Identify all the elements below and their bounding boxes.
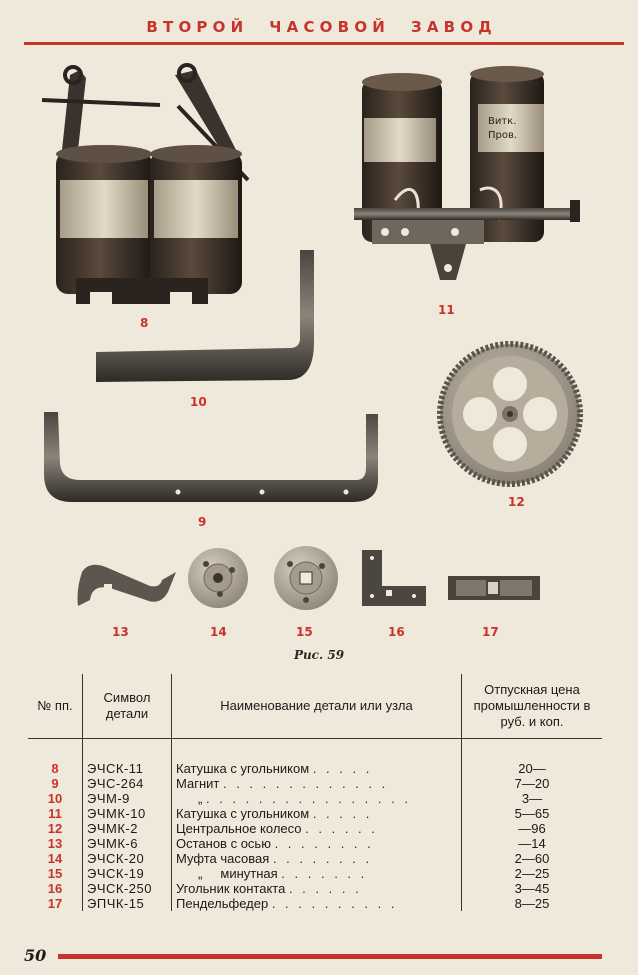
header-name: Наименование детали или узла	[171, 674, 462, 739]
label-8: 8	[140, 316, 148, 330]
row-symbol: ЭЧМК-2	[82, 821, 172, 836]
row-number: 9	[51, 776, 59, 791]
table-row: 13 ЭЧМК-6 Останов с осью . . . . . . . .…	[28, 836, 602, 851]
part-10-bracket	[96, 250, 314, 382]
table-row: 15 ЭЧСК-19 „ минутная . . . . . . . 2—25	[28, 866, 602, 881]
row-number: 14	[47, 851, 63, 866]
row-number: 17	[47, 896, 63, 911]
header-number: № пп.	[28, 674, 83, 739]
label-15: 15	[296, 625, 313, 639]
header-rule	[24, 42, 624, 45]
part-12-gear-wheel	[437, 341, 583, 487]
row-price: —14	[461, 836, 602, 851]
row-symbol: ЭЧСК-20	[82, 851, 172, 866]
row-symbol: ЭПЧК-15	[82, 896, 172, 911]
row-number: 12	[47, 821, 63, 836]
label-13: 13	[112, 625, 129, 639]
page-number: 50	[24, 946, 47, 965]
row-price: 2—25	[461, 866, 602, 881]
row-number: 8	[51, 761, 59, 776]
label-9: 9	[198, 515, 206, 529]
row-name: Катушка с угольником . . . . .	[171, 806, 462, 821]
part-14-hour-clutch	[188, 548, 248, 608]
header-title: В Т О Р О Й Ч А С О В О Й З А В О Д	[146, 18, 492, 36]
row-symbol: ЭЧСК-19	[82, 866, 172, 881]
row-price: 8—25	[461, 896, 602, 911]
part-17-pendulum-spring	[448, 576, 540, 600]
svg-text:Витк.: Витк.	[488, 116, 516, 127]
row-symbol: ЭЧМК-10	[82, 806, 172, 821]
footer-rule	[58, 954, 602, 959]
row-symbol: ЭЧСК-250	[82, 881, 172, 896]
row-number: 16	[47, 881, 63, 896]
part-8-coil-with-bracket	[41, 63, 250, 304]
row-number: 13	[47, 836, 63, 851]
row-name: Пендельфедер . . . . . . . . . .	[171, 896, 462, 911]
parts-price-table: № пп. Символ детали Наименование детали …	[28, 674, 602, 911]
row-name: Муфта часовая . . . . . . . .	[171, 851, 462, 866]
row-name: „ минутная . . . . . . .	[171, 866, 462, 881]
label-14: 14	[210, 625, 227, 639]
figure-caption: Рис. 59	[293, 648, 345, 662]
table-row: 14 ЭЧСК-20 Муфта часовая . . . . . . . .…	[28, 851, 602, 866]
row-symbol: ЭЧМ-9	[82, 791, 172, 806]
header-price: Отпускная цена промышленности в руб. и к…	[461, 674, 602, 739]
row-price: 3—45	[461, 881, 602, 896]
row-name: „ . . . . . . . . . . . . . . . .	[171, 791, 462, 806]
table-row: 10 ЭЧМ-9 „ . . . . . . . . . . . . . . .…	[28, 791, 602, 806]
row-number: 10	[47, 791, 63, 806]
part-13-stop-with-axle	[77, 564, 176, 606]
row-price: —96	[461, 821, 602, 836]
row-price: 7—20	[461, 776, 602, 791]
part-11-coil-with-bracket: Витк. Пров.	[354, 66, 580, 280]
part-9-magnet	[44, 412, 378, 502]
row-price: 5—65	[461, 806, 602, 821]
label-11: 11	[438, 303, 455, 317]
table-row: 16 ЭЧСК-250 Угольник контакта . . . . . …	[28, 881, 602, 896]
figure-plate: Витк. Пров.	[0, 40, 638, 650]
row-price: 20—	[461, 738, 602, 776]
row-number: 15	[47, 866, 63, 881]
table-row: 11 ЭЧМК-10 Катушка с угольником . . . . …	[28, 806, 602, 821]
part-15-minute-clutch	[274, 546, 338, 610]
table-header-row: № пп. Символ детали Наименование детали …	[28, 674, 602, 739]
row-symbol: ЭЧМК-6	[82, 836, 172, 851]
row-price: 2—60	[461, 851, 602, 866]
label-17: 17	[482, 625, 499, 639]
row-symbol: ЭЧС-264	[82, 776, 172, 791]
label-16: 16	[388, 625, 405, 639]
row-name: Центральное колесо . . . . . .	[171, 821, 462, 836]
svg-text:Пров.: Пров.	[488, 130, 517, 141]
row-name: Катушка с угольником . . . . .	[171, 738, 462, 776]
running-header: В Т О Р О Й Ч А С О В О Й З А В О Д	[0, 6, 638, 45]
row-name: Магнит . . . . . . . . . . . . .	[171, 776, 462, 791]
label-12: 12	[508, 495, 525, 509]
table-row: 12 ЭЧМК-2 Центральное колесо . . . . . .…	[28, 821, 602, 836]
row-symbol: ЭЧСК-11	[82, 738, 172, 776]
row-price: 3—	[461, 791, 602, 806]
row-number: 11	[48, 806, 62, 821]
figure-illustration: Витк. Пров.	[41, 63, 583, 639]
table-row: 9 ЭЧС-264 Магнит . . . . . . . . . . . .…	[28, 776, 602, 791]
row-name: Угольник контакта . . . . . .	[171, 881, 462, 896]
header-symbol: Символ детали	[82, 674, 172, 739]
table-row: 17 ЭПЧК-15 Пендельфедер . . . . . . . . …	[28, 896, 602, 911]
table-row: 8 ЭЧСК-11 Катушка с угольником . . . . .…	[28, 738, 602, 776]
row-name: Останов с осью . . . . . . . .	[171, 836, 462, 851]
part-16-contact-angle	[362, 550, 426, 606]
label-10: 10	[190, 395, 207, 409]
